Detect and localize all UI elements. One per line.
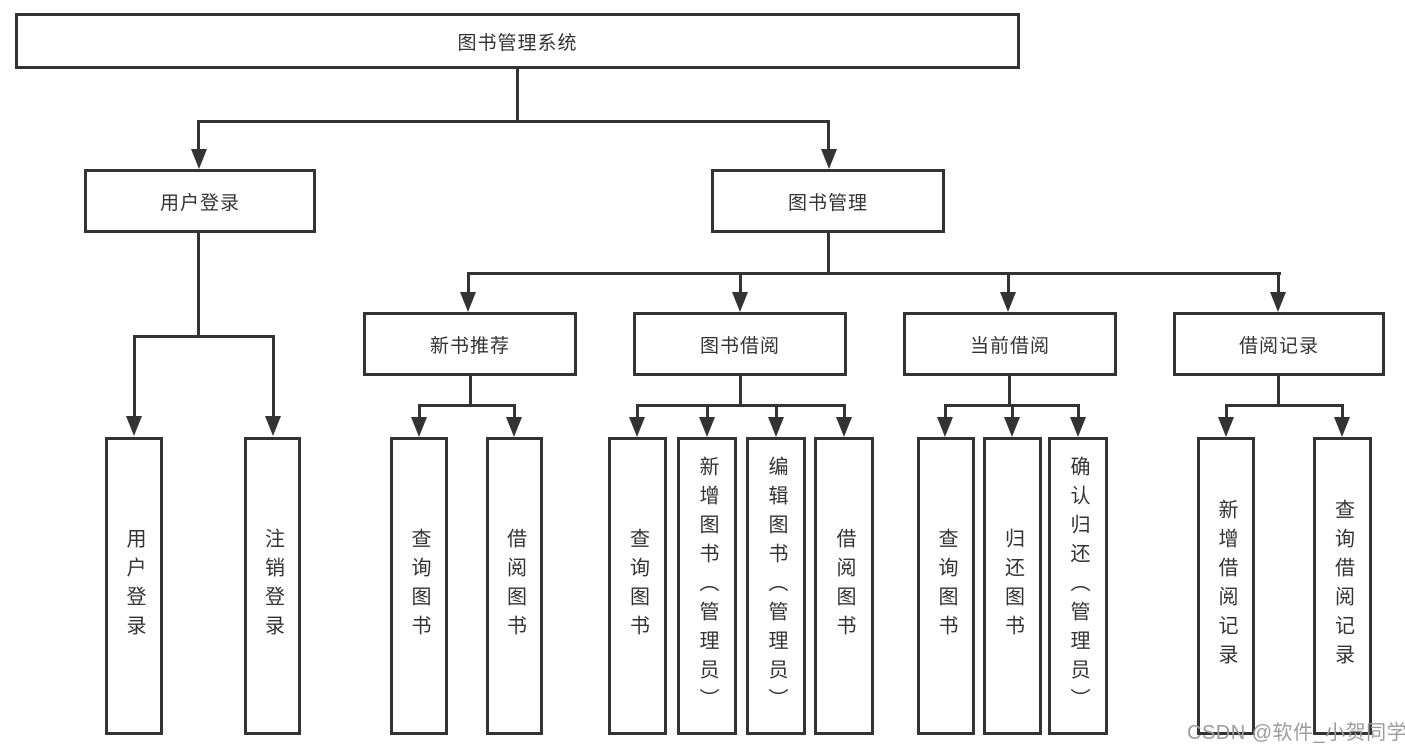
leaf-user-login-label: 用户登录 — [123, 528, 145, 644]
arrow-down-icon — [460, 292, 476, 312]
node-borrow-records: 借阅记录 — [1173, 312, 1385, 376]
edge-drop — [706, 404, 709, 418]
arrow-down-icon — [1070, 417, 1086, 437]
edge-current-borrow-stem — [1008, 376, 1011, 406]
node-user-login: 用户登录 — [84, 169, 316, 233]
arrow-down-icon — [1218, 417, 1234, 437]
leaf-return-book: 归还图书 — [983, 437, 1042, 735]
edge-book-management-stem — [827, 233, 830, 275]
arrow-down-icon — [126, 416, 142, 436]
edge-book-borrow-stem — [739, 376, 742, 406]
edge-drop-leaf-logout — [272, 335, 275, 417]
edge-drop-new-book — [467, 272, 470, 294]
arrow-down-icon — [836, 417, 852, 437]
leaf-logout: 注销登录 — [244, 437, 301, 735]
arrow-down-icon — [732, 292, 748, 312]
edge-new-book-stem — [469, 376, 472, 406]
edge-drop — [843, 404, 846, 418]
leaf-confirm-return-admin: 确认归还（管理员） — [1048, 437, 1108, 735]
edge-drop-leaf-user-login — [133, 335, 136, 417]
arrow-down-icon — [1334, 417, 1350, 437]
edge-drop-current-borrow — [1007, 272, 1010, 294]
node-user-login-label: 用户登录 — [159, 192, 240, 214]
leaf-confirm-return-admin-label: 确认归还（管理员） — [1067, 455, 1089, 717]
leaf-query-books-recommend: 查询图书 — [390, 437, 448, 735]
csdn-watermark: CSDN @软件_小贺同学 — [1187, 722, 1405, 744]
edge-drop — [1341, 404, 1344, 418]
node-root: 图书管理系统 — [15, 13, 1020, 69]
leaf-add-borrow-record-label: 新增借阅记录 — [1215, 499, 1237, 673]
node-current-borrow-label: 当前借阅 — [969, 335, 1050, 357]
edge-level3-rail — [467, 272, 1281, 275]
leaf-add-book-admin-label: 新增图书（管理员） — [696, 455, 718, 717]
arrow-down-icon — [629, 417, 645, 437]
leaf-edit-book-admin-label: 编辑图书（管理员） — [765, 455, 787, 717]
leaf-query-books-borrow-label: 查询图书 — [626, 528, 649, 644]
arrow-down-icon — [937, 417, 953, 437]
edge-drop — [775, 404, 778, 418]
arrow-down-icon — [265, 416, 281, 436]
node-root-label: 图书管理系统 — [457, 32, 578, 54]
edge-drop — [418, 404, 421, 418]
edge-borrow-records-stem — [1277, 376, 1280, 406]
leaf-add-book-admin: 新增图书（管理员） — [677, 437, 737, 735]
leaf-borrow-books-label: 借阅图书 — [833, 528, 855, 644]
edge-book-borrow-rail — [636, 404, 846, 407]
leaf-borrow-books: 借阅图书 — [814, 437, 874, 735]
edge-user-login-rail — [133, 335, 275, 338]
edge-drop — [1011, 404, 1014, 418]
arrow-down-icon — [1000, 292, 1016, 312]
node-book-borrow: 图书借阅 — [633, 312, 847, 376]
edge-drop — [944, 404, 947, 418]
edge-drop-borrow-records — [1277, 272, 1280, 294]
node-borrow-records-label: 借阅记录 — [1238, 335, 1319, 357]
leaf-query-borrow-record: 查询借阅记录 — [1313, 437, 1372, 735]
leaf-query-books-current-label: 查询图书 — [935, 528, 957, 644]
node-book-management-label: 图书管理 — [787, 192, 868, 214]
leaf-query-books-recommend-label: 查询图书 — [408, 528, 430, 644]
edge-drop — [1225, 404, 1228, 418]
node-new-book-recommend: 新书推荐 — [363, 312, 577, 376]
leaf-query-borrow-record-label: 查询借阅记录 — [1331, 499, 1354, 673]
edge-level2-rail — [197, 120, 830, 123]
leaf-query-books-borrow: 查询图书 — [608, 437, 667, 735]
edge-drop-book-management — [827, 120, 830, 150]
leaf-return-book-label: 归还图书 — [1001, 528, 1024, 644]
leaf-borrow-books-recommend-label: 借阅图书 — [503, 528, 526, 644]
arrow-down-icon — [411, 417, 427, 437]
edge-drop — [1077, 404, 1080, 418]
leaf-query-books-current: 查询图书 — [917, 437, 975, 735]
edge-drop-book-borrow — [739, 272, 742, 294]
edge-drop-user-login — [197, 120, 200, 150]
leaf-edit-book-admin: 编辑图书（管理员） — [746, 437, 806, 735]
edge-new-book-rail — [418, 404, 516, 407]
node-current-borrow: 当前借阅 — [903, 312, 1117, 376]
arrow-down-icon — [768, 417, 784, 437]
leaf-add-borrow-record: 新增借阅记录 — [1197, 437, 1255, 735]
arrow-down-icon — [1004, 417, 1020, 437]
node-book-borrow-label: 图书借阅 — [699, 335, 780, 357]
arrow-down-icon — [821, 149, 837, 169]
edge-user-login-stem — [197, 233, 200, 338]
node-book-management: 图书管理 — [711, 169, 945, 233]
edge-drop — [513, 404, 516, 418]
leaf-user-login: 用户登录 — [105, 437, 163, 735]
arrow-down-icon — [1270, 292, 1286, 312]
arrow-down-icon — [506, 417, 522, 437]
edge-root-stem — [516, 69, 519, 121]
arrow-down-icon — [699, 417, 715, 437]
arrow-down-icon — [191, 149, 207, 169]
edge-drop — [636, 404, 639, 418]
edge-borrow-records-rail — [1225, 404, 1344, 407]
leaf-logout-label: 注销登录 — [261, 528, 284, 644]
leaf-borrow-books-recommend: 借阅图书 — [486, 437, 543, 735]
node-new-book-recommend-label: 新书推荐 — [429, 335, 510, 357]
